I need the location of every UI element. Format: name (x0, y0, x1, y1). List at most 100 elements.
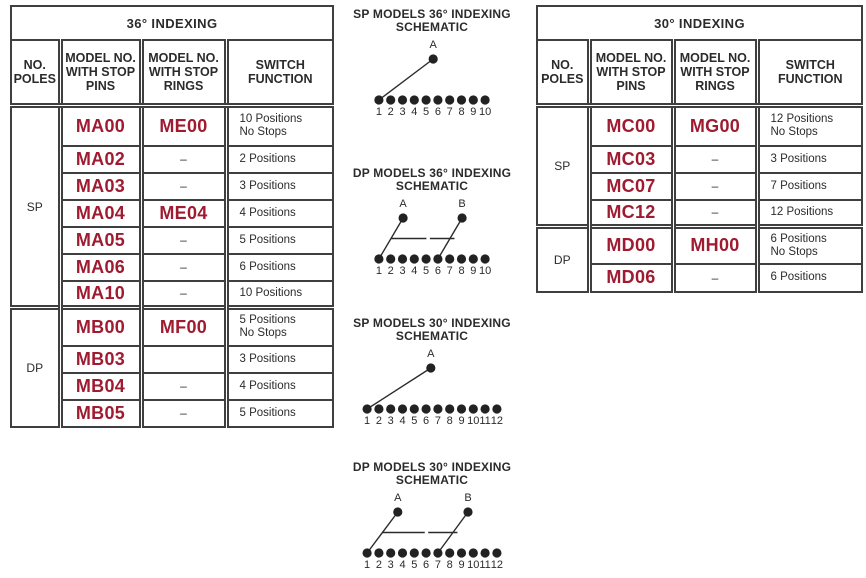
model-rings-cell: – (138, 225, 226, 254)
model-pins-cell: MA10 (57, 279, 141, 308)
model-rings-cell: – (670, 144, 757, 173)
contact-dot (456, 548, 467, 558)
contact-dot (421, 404, 431, 414)
schematic-title-line: SCHEMATIC (395, 20, 469, 34)
function-line: 10 Positions (239, 113, 303, 126)
col-header-line: WITH STOP (65, 65, 136, 79)
col-header-line: MODEL NO. (65, 51, 136, 65)
col-header-line: POLES (13, 72, 56, 86)
contact-dot (374, 548, 384, 558)
poles-cell: DP (537, 224, 589, 292)
model-pins-cell: MC12 (586, 198, 673, 227)
table-row: MA04 ME04 4 Positions (11, 198, 334, 227)
function-cell: 5 Positions No Stops (223, 305, 334, 346)
contact-dot (421, 548, 431, 558)
col-header-line: RINGS (695, 79, 735, 93)
model-pins-cell: MA00 (57, 104, 141, 146)
function-line: 6 Positions (770, 271, 827, 283)
contact-dot (445, 95, 455, 105)
model-pins-cell: MB04 (57, 371, 141, 400)
pole-dot (428, 54, 438, 64)
contact-dot (362, 548, 372, 558)
function-cell: 12 Positions No Stops (754, 104, 863, 146)
table-30-indexing: 30° INDEXING NO. POLES MODEL NO. WITH ST… (536, 5, 864, 293)
model-rings-cell: MH00 (670, 224, 757, 264)
function-line: 6 Positions (239, 260, 296, 273)
pole-label: A (430, 39, 438, 51)
contact-number: 8 (458, 106, 464, 118)
contact-number: 8 (447, 559, 453, 571)
wiper-line (437, 511, 469, 554)
function-line: No Stops (770, 126, 818, 139)
function-cell: 4 Positions (223, 198, 334, 227)
table-row: MA05 – 5 Positions (11, 225, 334, 254)
contact-dot (480, 95, 490, 105)
contact-number: 4 (411, 106, 417, 118)
function-line: 5 Positions (239, 406, 296, 419)
pole-dot (463, 507, 473, 517)
table-36-indexing: 36° INDEXING NO. POLES MODEL NO. WITH ST… (10, 5, 335, 428)
table-row: MB04 – 4 Positions (11, 371, 334, 400)
contact-number: 10 (467, 559, 479, 571)
table-row: MD06 – 6 Positions (537, 262, 863, 292)
contact-dot (468, 254, 478, 264)
contact-number: 6 (423, 559, 429, 571)
model-pins-cell: MA06 (57, 252, 141, 281)
contact-dot (433, 95, 443, 105)
contact-dot (397, 404, 408, 414)
contact-dot (433, 254, 443, 264)
pole-dot (393, 507, 403, 517)
model-pins-cell: MA04 (57, 198, 141, 227)
function-line: 12 Positions (770, 205, 834, 218)
pole-label: A (394, 492, 402, 504)
contact-number: 9 (470, 106, 476, 118)
function-cell: 6 Positions (754, 262, 863, 292)
model-rings-cell: – (138, 371, 226, 400)
function-line: 12 Positions (770, 113, 834, 126)
contact-number: 1 (376, 265, 382, 277)
schematic-title-line: SP MODELS 30° INDEXING (353, 316, 511, 330)
col-header-stop-rings: MODEL NO. WITH STOP RINGS (138, 40, 226, 108)
col-header-line: NO. (551, 58, 574, 72)
pole-label: A (399, 198, 407, 210)
function-cell: 5 Positions (223, 398, 334, 427)
contact-number: 7 (435, 415, 441, 427)
contact-dot (492, 548, 502, 558)
contact-dot (397, 548, 408, 558)
col-header-poles: NO. POLES (11, 40, 60, 108)
contact-number: 2 (376, 415, 382, 427)
poles-cell: SP (11, 104, 60, 308)
table-row: MA03 – 3 Positions (11, 171, 334, 200)
contact-dot (397, 95, 408, 105)
col-header-line: POLES (541, 72, 584, 86)
model-rings-cell: MG00 (670, 104, 757, 146)
contact-number: 10 (479, 265, 491, 277)
pole-dot (457, 213, 467, 223)
column-header-row: NO. POLES MODEL NO. WITH STOP PINS MODEL… (537, 40, 863, 108)
table-row: MC07 – 7 Positions (537, 171, 863, 200)
contact-dot (492, 404, 502, 414)
col-header-stop-rings: MODEL NO. WITH STOP RINGS (670, 40, 757, 108)
model-pins-cell: MB03 (57, 344, 141, 373)
model-pins-cell: MC07 (586, 171, 673, 200)
wiper-line (366, 511, 399, 554)
contact-dot (409, 404, 419, 414)
contact-dot (386, 95, 396, 105)
model-rings-cell: – (138, 279, 226, 308)
col-header-line: MODEL NO. (148, 51, 219, 65)
contact-dot (374, 95, 384, 105)
function-cell: 6 Positions No Stops (754, 224, 863, 264)
col-header-line: WITH STOP (148, 65, 219, 79)
function-cell: 3 Positions (223, 344, 334, 373)
contact-number: 2 (376, 559, 382, 571)
function-line: 7 Positions (770, 179, 827, 192)
col-header-line: WITH STOP (596, 65, 666, 79)
function-line: 4 Positions (239, 206, 296, 219)
contact-dot (433, 548, 443, 558)
function-line: 3 Positions (239, 179, 296, 192)
table-row: MA02 – 2 Positions (11, 144, 334, 173)
contact-dot (468, 404, 478, 414)
